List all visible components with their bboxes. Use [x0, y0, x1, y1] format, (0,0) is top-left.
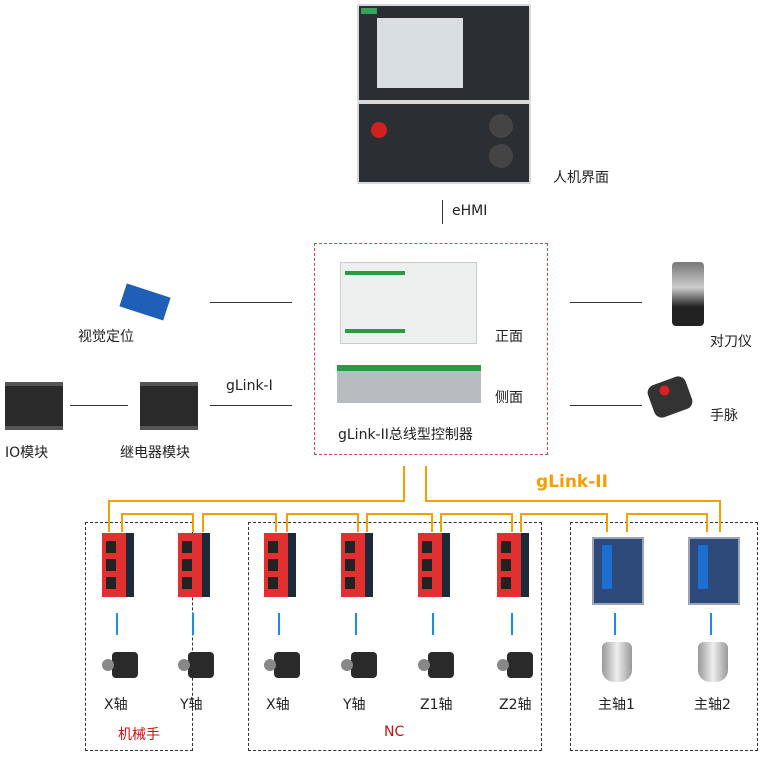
axis-label: Z1轴 — [420, 697, 453, 713]
spindle-label: 主轴2 — [694, 697, 731, 713]
vision-label: 视觉定位 — [78, 329, 134, 345]
cable — [192, 613, 194, 635]
bus-line — [286, 513, 288, 532]
bus-line — [403, 466, 405, 501]
hmi-label: 人机界面 — [553, 170, 609, 186]
servo-drive-image — [341, 533, 373, 597]
controller-box — [314, 243, 548, 455]
io-module-image — [5, 382, 63, 430]
bus-line — [108, 500, 110, 532]
tool-setter-label: 对刀仪 — [710, 334, 752, 350]
handwheel-image — [645, 374, 695, 420]
bus-line — [108, 500, 405, 502]
hmi-panel-top — [357, 4, 531, 102]
bus-line — [520, 513, 522, 532]
bus-line — [440, 513, 512, 515]
bus-line — [440, 513, 442, 532]
tool-setter-image — [672, 262, 704, 326]
ehmi-link-label: eHMI — [452, 203, 488, 219]
front-label: 正面 — [495, 329, 523, 345]
bus-line — [286, 513, 358, 515]
cable — [432, 613, 434, 635]
bus-line — [202, 513, 276, 515]
camera-image — [119, 283, 171, 321]
bus-line — [520, 513, 607, 515]
hmi-panel-bottom — [357, 102, 531, 184]
controller-name: gLink-II总线型控制器 — [338, 427, 473, 443]
bus-line — [606, 513, 608, 532]
bus-line — [121, 513, 193, 515]
bus-line — [626, 513, 707, 515]
bus-line — [706, 513, 708, 532]
axis-label: X轴 — [266, 697, 290, 713]
relay-label: 继电器模块 — [120, 445, 190, 461]
servo-drive-image — [264, 533, 296, 597]
glink-ii-label: gLink-II — [536, 472, 608, 492]
servo-motor-image — [178, 652, 214, 678]
bus-line — [366, 513, 432, 515]
servo-drive-image — [497, 533, 529, 597]
servo-drive-image — [418, 533, 450, 597]
bus-line — [366, 513, 368, 532]
cable — [278, 613, 280, 635]
group-label-robot: 机械手 — [118, 727, 160, 743]
bus-line — [121, 513, 123, 532]
axis-label: Y轴 — [180, 697, 203, 713]
cable — [355, 613, 357, 635]
cable — [116, 613, 118, 635]
bus-line — [357, 513, 359, 532]
controller-side-image — [337, 365, 481, 403]
spindle-motor-image — [698, 642, 728, 682]
bus-line — [511, 513, 513, 532]
side-label: 侧面 — [495, 390, 523, 406]
bus-line — [425, 500, 721, 502]
group-nc — [248, 522, 542, 751]
cable — [614, 613, 616, 635]
servo-motor-image — [341, 652, 377, 678]
io-label: IO模块 — [5, 445, 49, 461]
glink-i-label: gLink-I — [226, 378, 273, 394]
servo-motor-image — [264, 652, 300, 678]
servo-drive-image — [178, 533, 210, 597]
handwheel-label: 手脉 — [710, 408, 738, 424]
spindle-label: 主轴1 — [598, 697, 635, 713]
bus-line — [431, 513, 433, 532]
cable — [710, 613, 712, 635]
servo-motor-image — [418, 652, 454, 678]
bus-line — [192, 513, 194, 532]
spindle-motor-image — [602, 642, 632, 682]
bus-line — [626, 513, 628, 532]
controller-front-image — [340, 262, 477, 344]
spindle-drive-image — [688, 537, 740, 605]
axis-label: Y轴 — [343, 697, 366, 713]
axis-label: X轴 — [104, 697, 128, 713]
spindle-drive-image — [592, 537, 644, 605]
bus-line — [719, 500, 721, 532]
servo-motor-image — [102, 652, 138, 678]
group-spindle — [570, 522, 758, 751]
bus-line — [275, 513, 277, 532]
servo-motor-image — [497, 652, 533, 678]
bus-line — [425, 466, 427, 501]
group-label-nc: NC — [384, 724, 405, 740]
relay-module-image — [140, 382, 198, 430]
bus-line — [202, 513, 204, 532]
servo-drive-image — [102, 533, 134, 597]
axis-label: Z2轴 — [499, 697, 532, 713]
cable — [511, 613, 513, 635]
group-robot — [85, 522, 193, 751]
